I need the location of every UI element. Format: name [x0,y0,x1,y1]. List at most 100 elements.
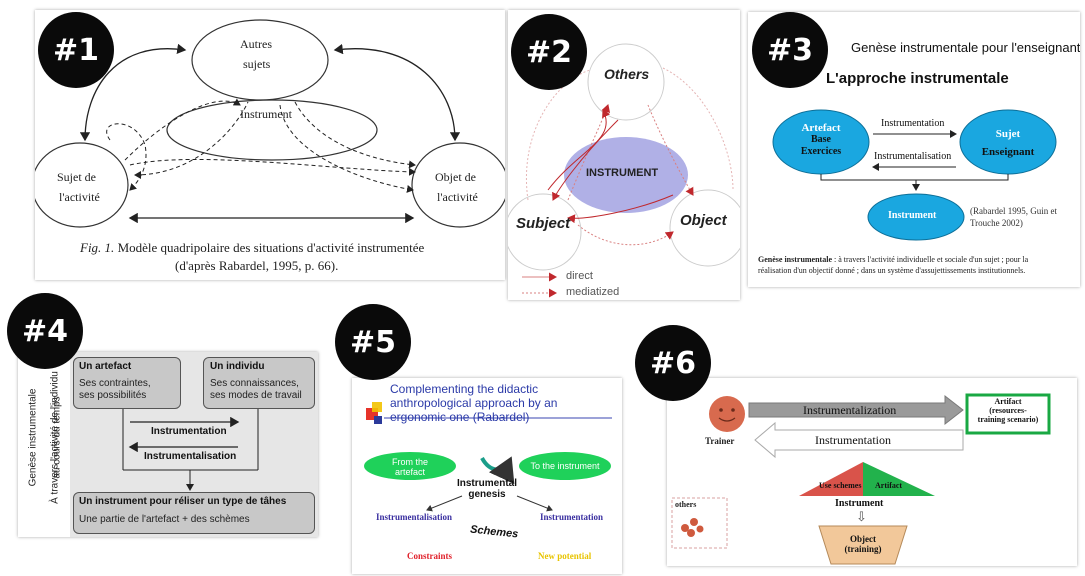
instrumentalization-label: Instrumentalization [803,403,897,417]
sujet-line2: Enseignant [981,146,1035,158]
artifact-box-line2: (resources- [989,406,1027,415]
individu-line1: Ses connaissances, [210,378,299,389]
sujet-label-line2: l'activité [59,190,100,204]
panel-6-trainer-instrumentalization: Trainer Instrumentalization Instrumentat… [667,378,1077,566]
artifact-triangle [863,462,935,496]
artefact-title: Un artefact [79,361,132,372]
badge-3: #3 [752,12,828,88]
constraints-label: Constraints [407,551,453,561]
panel-2-diagram [508,43,740,298]
instrumentalisation-label: Instrumentalisation [144,451,237,462]
definition-line2: réalisation d'un objectif donné ; dans u… [758,266,1026,275]
to-instrument-label: To the instrument [530,461,600,471]
from-artefact-ellipse [364,452,456,480]
panel-6-diagram [671,393,1051,565]
new-potential-label: New potential [538,551,592,561]
logo-blue-square [374,416,382,424]
side-title-line3: au cours du temps [51,396,63,479]
badge-4: #4 [7,293,83,369]
artifact-box-line1: Artifact [994,397,1022,406]
artefact-line1: Ses contraintes, [79,378,151,389]
use-schemes-triangle [799,462,863,496]
instrumentalisation-label: Instrumentalisation [376,512,453,522]
down-arrow-icon: ⇩ [856,509,867,524]
instrumentation-arrow [754,421,964,459]
figure-caption-line2: (d'après Rabardel, 1995, p. 66). [175,258,339,273]
artefact-line3: Exercices [800,146,842,157]
individu-title: Un individu [210,361,265,372]
badge-6: #6 [635,325,711,401]
object-trapezoid [818,525,908,565]
instrumentation-label: Instrumentation [881,118,945,129]
instrument-ellipse [564,137,688,213]
artefact-box [73,357,181,409]
trainer-eye-left [719,408,723,412]
definition-bold: Genèse instrumentale [758,255,832,264]
panel-1-diagram [35,19,505,228]
objet-label-line1: Objet de [435,170,476,184]
object-line1: Object [850,534,876,544]
artefact-line2: ses possibilités [79,390,147,401]
main-title: L'approche instrumentale [826,70,1009,87]
artifact-box [965,393,1051,435]
sujet-label: Sujet Enseignant [968,125,1048,161]
artifact-box-line3: training scenario) [977,415,1039,424]
instrument-box [73,492,315,534]
logo-yellow-square [372,402,382,412]
others-label: others [675,500,697,509]
use-schemes-label: Use schemes [819,481,862,490]
artefact-line1: Artefact [801,122,841,134]
instrument-title: Un instrument pour réliser un type de tâ… [79,496,287,507]
badge-1: #1 [38,12,114,88]
trainer-smile [718,417,736,422]
others-dot-2 [690,518,698,526]
artefact-line2: Base [811,134,831,145]
panel-5-diagram [364,402,612,512]
title-line2: anthropological approach by an [390,396,558,410]
others-label: Others [604,66,650,82]
definition-line1: Genèse instrumentale : à travers l'activ… [758,255,1028,264]
from-line2: artefact [394,467,425,477]
others-circle [587,43,665,121]
individu-box [203,357,315,409]
panel-3-approche-instrumentale: Genèse instrumentale pour l'enseignant L… [748,12,1080,287]
to-instrument-ellipse [519,452,611,480]
trainer-eye-right [731,408,735,412]
instrumental-genesis-label: Instrumental genesis [447,478,527,500]
genesis-line2: genesis [468,489,506,500]
sujet-line1: Sujet [995,128,1021,140]
artifact-label: Artifact [875,481,903,490]
reference-line1: (Rabardel 1995, Guin et [970,206,1057,216]
title-line1: Complementing the didactic [390,382,539,396]
sujets-label: sujets [243,57,271,71]
instrument-ellipse [867,193,965,241]
subject-circle [508,193,582,271]
others-dot-3 [687,529,695,537]
object-circle [669,189,740,267]
instrumentation-label: Instrumentation [540,512,604,522]
panel-4-genese-instrumentale: Genèse instrumentale À travers l'activit… [18,352,318,537]
sujet-label-line1: Sujet de [57,170,96,184]
others-dot-4 [696,525,704,533]
instrumentation-label: Instrumentation [151,426,227,437]
artefact-label: Artefact Base Exercices [781,122,861,158]
figure-label: Fig. 1. [80,240,115,255]
header-title: Genèse instrumentale pour l'enseignant [851,40,1080,55]
instrumentalization-arrow [748,394,964,426]
sujet-ellipse [35,142,129,228]
trainer-face-icon [709,396,745,432]
instrument-label: Instrument [888,210,937,221]
individu-line2: ses modes de travail [210,390,302,401]
subject-label: Subject [516,215,571,232]
objet-ellipse [411,142,505,228]
panel-5-complementing-approach: Complementing the didactic anthropologic… [352,378,622,574]
genesis-line1: Instrumental [456,478,517,489]
reference-line2: Trouche 2002) [970,218,1023,228]
instrumentalisation-label: Instrumentalisation [874,151,952,162]
from-line1: From the [391,457,428,467]
trainer-label: Trainer [705,436,735,446]
instrument-label: INSTRUMENT [586,167,659,179]
objet-label-line2: l'activité [437,190,478,204]
object-line2: (training) [844,544,882,554]
panel-4-arrows [122,409,259,491]
